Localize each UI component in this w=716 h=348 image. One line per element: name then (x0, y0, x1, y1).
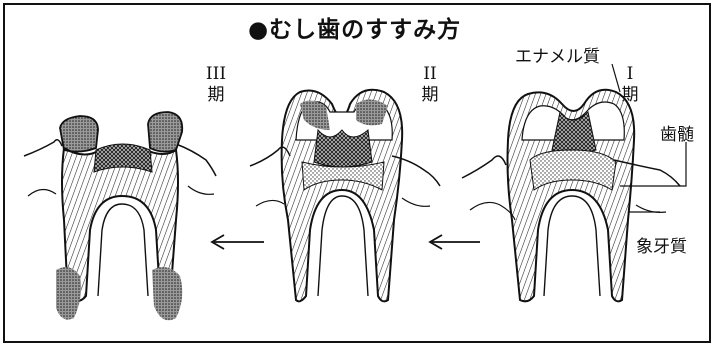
enamel-leader (612, 64, 620, 92)
pulp-cavity-1 (544, 196, 600, 296)
left-arrow-icon (430, 235, 480, 249)
crown-right-3 (148, 112, 182, 152)
pulp-cavity-2 (318, 196, 368, 296)
root-abscess-left (56, 267, 81, 320)
tooth-stage-3 (24, 112, 216, 320)
tooth-stage-2 (250, 90, 440, 302)
pulp-cavity-3 (98, 204, 148, 296)
root-abscess-right (152, 267, 182, 320)
decay-core-2 (314, 130, 372, 167)
left-arrow-icon (212, 235, 264, 249)
tooth-stage-1 (462, 90, 680, 302)
crown-left-3 (60, 116, 98, 152)
